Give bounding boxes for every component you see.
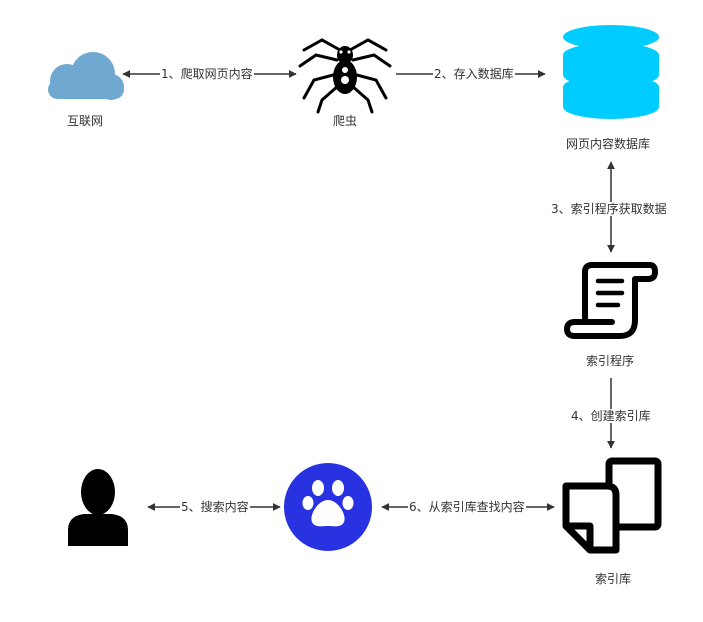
edge-search-label: 5、搜索内容 bbox=[180, 500, 250, 514]
database-icon bbox=[563, 25, 659, 119]
indexer-label: 索引程序 bbox=[586, 354, 635, 368]
spider-icon bbox=[298, 38, 392, 114]
edge-crawl-label: 1、爬取网页内容 bbox=[160, 67, 254, 81]
user-icon bbox=[68, 469, 128, 546]
edge-store-label: 2、存入数据库 bbox=[433, 67, 515, 81]
edge-build-index-label: 4、创建索引库 bbox=[570, 409, 652, 423]
baidu-paw-icon bbox=[284, 463, 372, 551]
crawler-label: 爬虫 bbox=[333, 114, 358, 128]
scroll-icon bbox=[564, 262, 658, 339]
edge-fetch-label: 3、索引程序获取数据 bbox=[550, 202, 668, 216]
edge-query-label: 6、从索引库查找内容 bbox=[408, 500, 526, 514]
cloud-icon bbox=[48, 52, 124, 100]
database-label: 网页内容数据库 bbox=[566, 137, 651, 151]
internet-label: 互联网 bbox=[67, 114, 104, 128]
documents-icon bbox=[562, 457, 662, 554]
index-store-label: 索引库 bbox=[595, 572, 632, 586]
